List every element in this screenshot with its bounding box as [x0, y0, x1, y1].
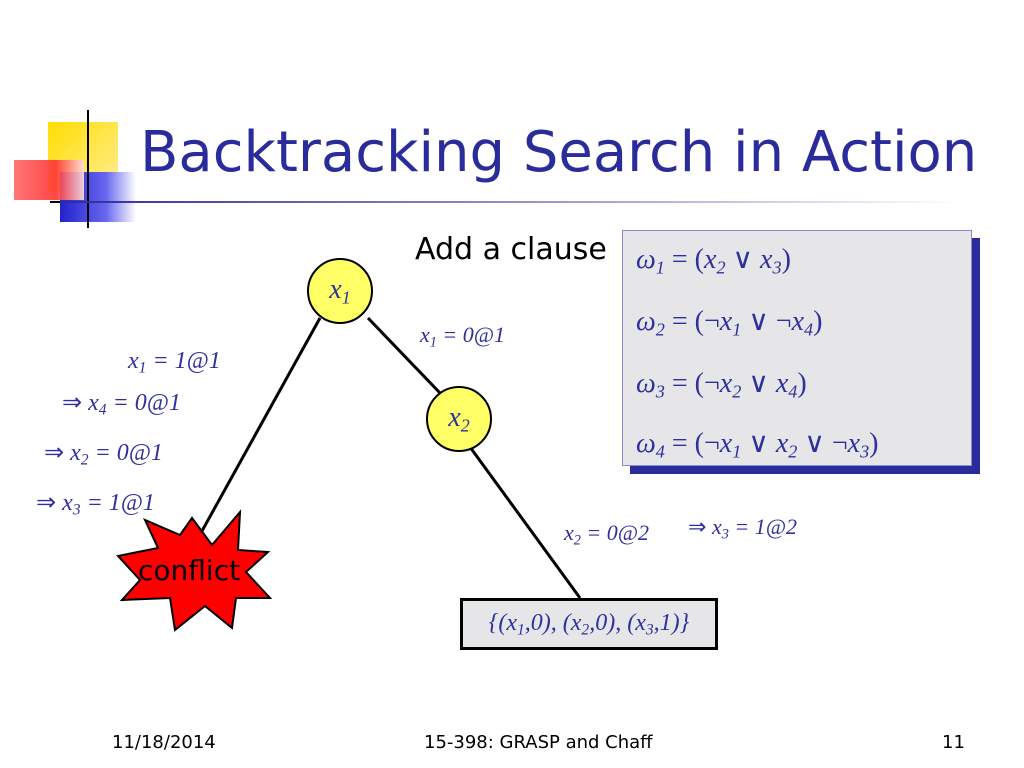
- title-underline: [60, 201, 960, 203]
- footer-date: 11/18/2014: [112, 732, 216, 753]
- clause-box: [622, 230, 972, 466]
- edge-x2-right: [468, 446, 582, 599]
- footer-course: 15-398: GRASP and Chaff: [424, 732, 653, 753]
- add-clause-label: Add a clause: [415, 232, 607, 267]
- conflict-star-icon: [116, 509, 273, 632]
- implication-x2-0at1: ⇒ x2 = 0@1: [44, 440, 163, 469]
- tree-node-x1: x1: [307, 258, 373, 324]
- footer-page-number: 11: [942, 732, 965, 753]
- logo-red-square: [14, 160, 84, 200]
- clause-omega-4: ω4 = (¬x1 ∨ x2 ∨ ¬x3): [636, 428, 879, 462]
- edge-x1-left: [195, 317, 322, 541]
- implication-x3-1at1: ⇒ x3 = 1@1: [36, 490, 155, 519]
- edge-label-x2-0at2: x2 = 0@2: [564, 520, 650, 549]
- implication-x4-0at1: ⇒ x4 = 0@1: [62, 390, 181, 419]
- conflict-label: conflict: [138, 554, 241, 587]
- clause-omega-2: ω2 = (¬x1 ∨ ¬x4): [636, 306, 823, 340]
- edge-label-x1-0at1: x1 = 0@1: [420, 322, 506, 351]
- clause-omega-1: ω1 = (x2 ∨ x3): [636, 244, 791, 278]
- tree-node-x2: x2: [426, 386, 492, 452]
- clause-omega-3: ω3 = (¬x2 ∨ x4): [636, 368, 807, 402]
- edge-x1-right: [366, 316, 442, 395]
- assignment-x1-1at1: x1 = 1@1: [128, 348, 221, 377]
- assignment-result-box: {(x1,0), (x2,0), (x3,1)}: [460, 598, 718, 650]
- implication-x3-1at2: ⇒ x3 = 1@2: [688, 514, 797, 543]
- slide-title: Backtracking Search in Action: [140, 120, 978, 185]
